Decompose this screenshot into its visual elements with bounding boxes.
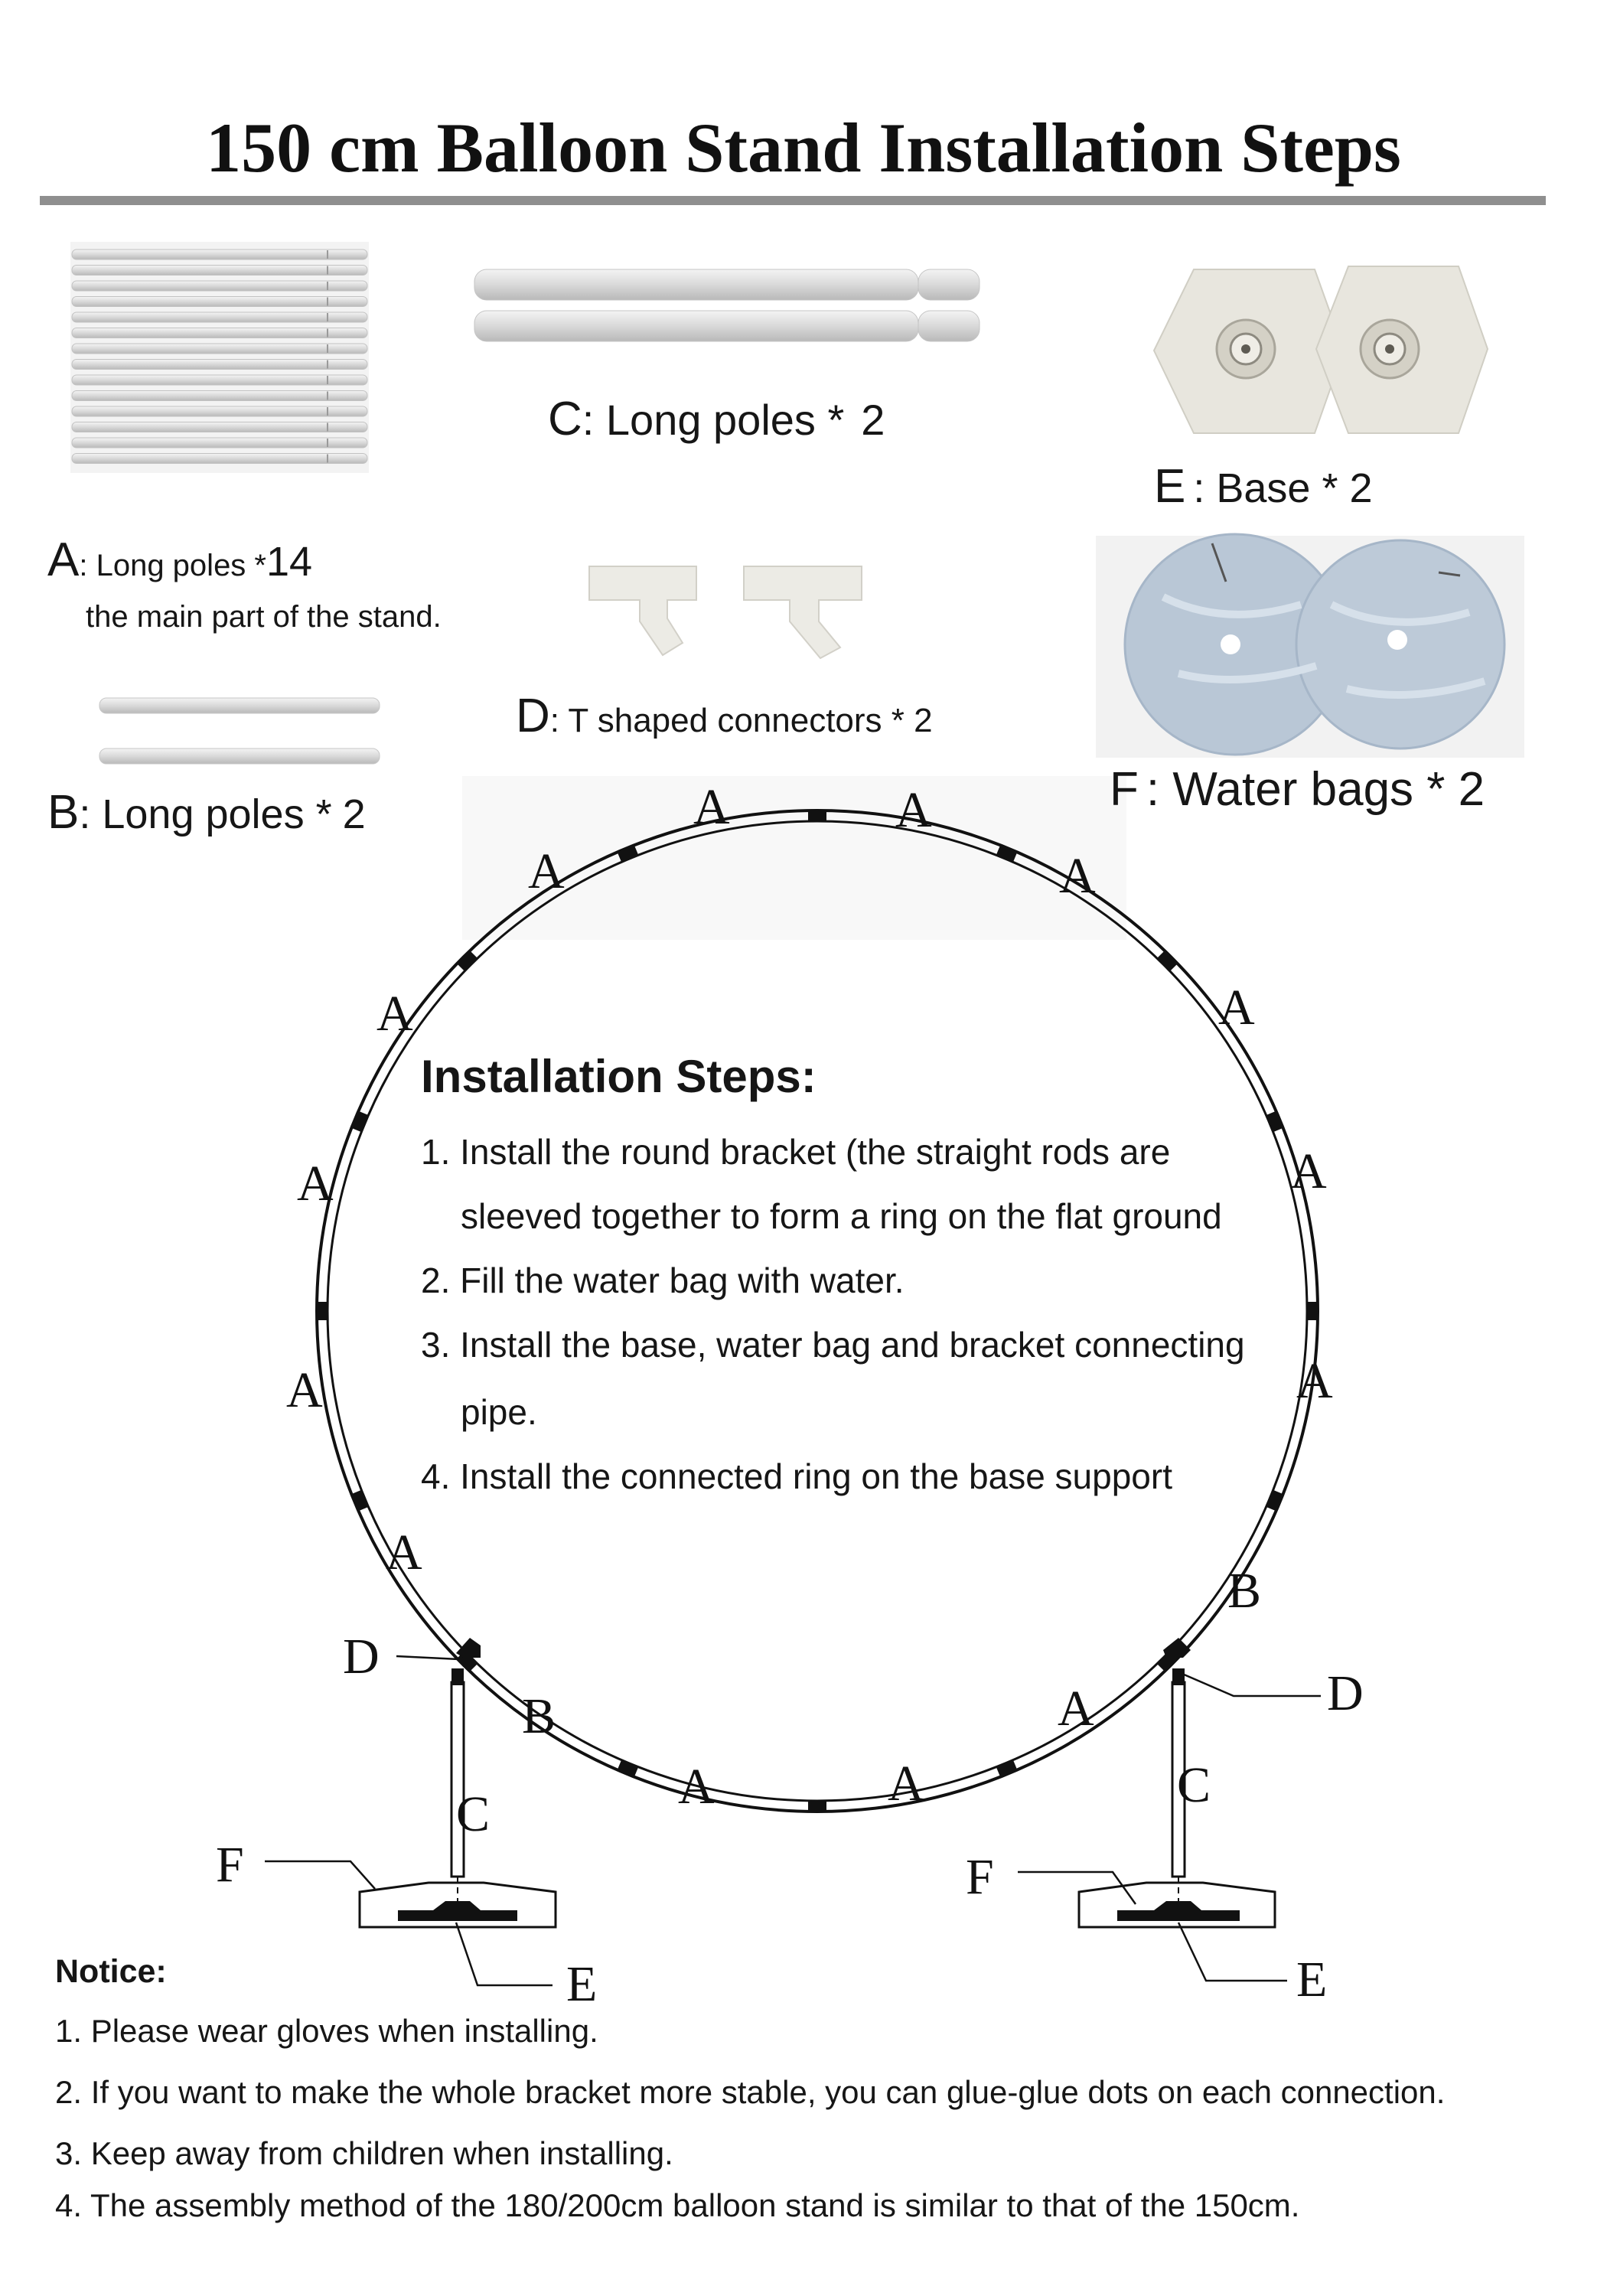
support-label-c: C	[456, 1786, 490, 1842]
ring-label-a: A	[1290, 1143, 1327, 1199]
pole	[71, 453, 368, 464]
ring-label-a: A	[1059, 848, 1096, 904]
part-f-letter: F	[1110, 763, 1139, 816]
installation-step-line: 4. Install the connected ring on the bas…	[421, 1456, 1172, 1496]
connector-label-d: D	[343, 1629, 380, 1684]
part-a-pole-bundle	[70, 242, 369, 473]
ring-diagram	[315, 809, 1319, 1813]
ring-joint	[996, 844, 1018, 863]
pole	[71, 249, 368, 260]
ring-joint	[808, 1800, 826, 1812]
ring-joint	[617, 844, 639, 863]
ring-joint	[808, 810, 826, 822]
installation-step-line: 2. Fill the water bag with water.	[421, 1261, 905, 1300]
part-d-label: D: T shaped connectors * 2	[516, 689, 933, 743]
pole	[71, 406, 368, 417]
part-e-text: : Base * 2	[1193, 465, 1373, 511]
left-support	[265, 1638, 557, 1987]
water-bag-label-f: F	[216, 1837, 244, 1893]
ring-joint	[456, 950, 478, 972]
part-a-letter: A	[47, 533, 80, 586]
ring-label-a: A	[528, 843, 565, 899]
notice-item: 2. If you want to make the whole bracket…	[55, 2074, 1446, 2110]
pole	[71, 390, 368, 401]
connector-label-d: D	[1327, 1665, 1364, 1721]
ring-label-a: A	[286, 1362, 323, 1418]
pole	[71, 422, 368, 432]
notice-item: 1. Please wear gloves when installing.	[55, 2013, 598, 2049]
installation-step-line: sleeved together to form a ring on the f…	[461, 1196, 1222, 1236]
ring-label-a: A	[895, 782, 932, 838]
part-b-qty: 2	[342, 791, 366, 837]
installation-step-line: 3. Install the base, water bag and brack…	[421, 1325, 1245, 1365]
part-e-bases	[1152, 266, 1489, 434]
ring-label-b: B	[1227, 1563, 1261, 1619]
pole	[71, 328, 368, 338]
pole	[71, 437, 368, 448]
part-c-poles	[474, 269, 980, 342]
ring-joint	[1306, 1302, 1319, 1320]
ring-label-a: A	[1058, 1681, 1094, 1737]
part-a-text: : Long poles *	[79, 549, 266, 582]
part-e-letter: E	[1154, 460, 1186, 513]
pole	[71, 359, 368, 370]
ring-label-a: A	[678, 1759, 715, 1815]
notice-item: 4. The assembly method of the 180/200cm …	[55, 2187, 1300, 2223]
ring-joint	[617, 1759, 639, 1778]
part-b-label: B: Long poles *2	[47, 785, 366, 840]
part-e-label: E: Base * 2	[1154, 459, 1373, 514]
part-c-qty: 2	[861, 396, 885, 444]
ring-joint	[1265, 1110, 1284, 1133]
ring-label-a: A	[1296, 1353, 1333, 1409]
ring-label-a: A	[386, 1525, 422, 1580]
part-d-t-connectors	[588, 566, 862, 660]
page-title: 150 cm Balloon Stand Installation Steps	[206, 109, 1401, 187]
installation-step-line: pipe.	[461, 1392, 537, 1432]
pole	[71, 280, 368, 292]
water-bag-label-f: F	[966, 1849, 994, 1905]
ring-joint	[1265, 1489, 1284, 1512]
ring-joint	[350, 1489, 370, 1512]
ring-label-a: A	[693, 779, 730, 835]
ring-label-a: A	[888, 1756, 924, 1812]
ring-joint	[316, 1302, 328, 1320]
part-b-letter: B	[47, 786, 80, 839]
part-c-letter: C	[548, 393, 582, 445]
part-c-label: C: Long poles * 2	[548, 392, 885, 446]
installation-steps-title: Installation Steps:	[421, 1051, 817, 1102]
part-f-label: F: Water bags * 2	[1110, 762, 1485, 817]
ring-label-a: A	[297, 1156, 334, 1212]
installation-step-line: 1. Install the round bracket (the straig…	[421, 1132, 1171, 1172]
ring-label-b: B	[522, 1688, 556, 1744]
part-a-qty: 14	[266, 539, 313, 585]
pole	[71, 343, 368, 354]
part-d-letter: D	[516, 690, 550, 742]
title-divider	[40, 196, 1546, 205]
pole	[71, 311, 368, 323]
pole	[71, 296, 368, 307]
part-b-text: : Long poles *	[79, 791, 332, 837]
part-a-description: the main part of the stand.	[86, 600, 442, 634]
ring-joint	[996, 1759, 1018, 1778]
part-f-water-bags	[1096, 533, 1524, 758]
ring-joint	[1156, 950, 1178, 972]
base-label-e: E	[566, 1956, 597, 2012]
pole	[71, 374, 368, 386]
base-label-e: E	[1296, 1952, 1327, 2007]
pole	[71, 265, 368, 276]
ring-joint	[350, 1110, 370, 1133]
right-support	[1018, 1638, 1321, 1982]
support-label-c: C	[1177, 1757, 1211, 1813]
notice-title: Notice:	[55, 1953, 167, 1990]
ring-label-a: A	[376, 986, 413, 1042]
part-c-text: : Long poles *	[582, 396, 845, 444]
part-b-poles	[99, 697, 380, 765]
part-d-text: : T shaped connectors * 2	[549, 702, 933, 739]
notice-item: 3. Keep away from children when installi…	[55, 2135, 673, 2171]
ring-label-a: A	[1218, 980, 1255, 1035]
part-f-text: : Water bags * 2	[1146, 763, 1485, 816]
part-a-label: A: Long poles *14	[47, 533, 312, 587]
